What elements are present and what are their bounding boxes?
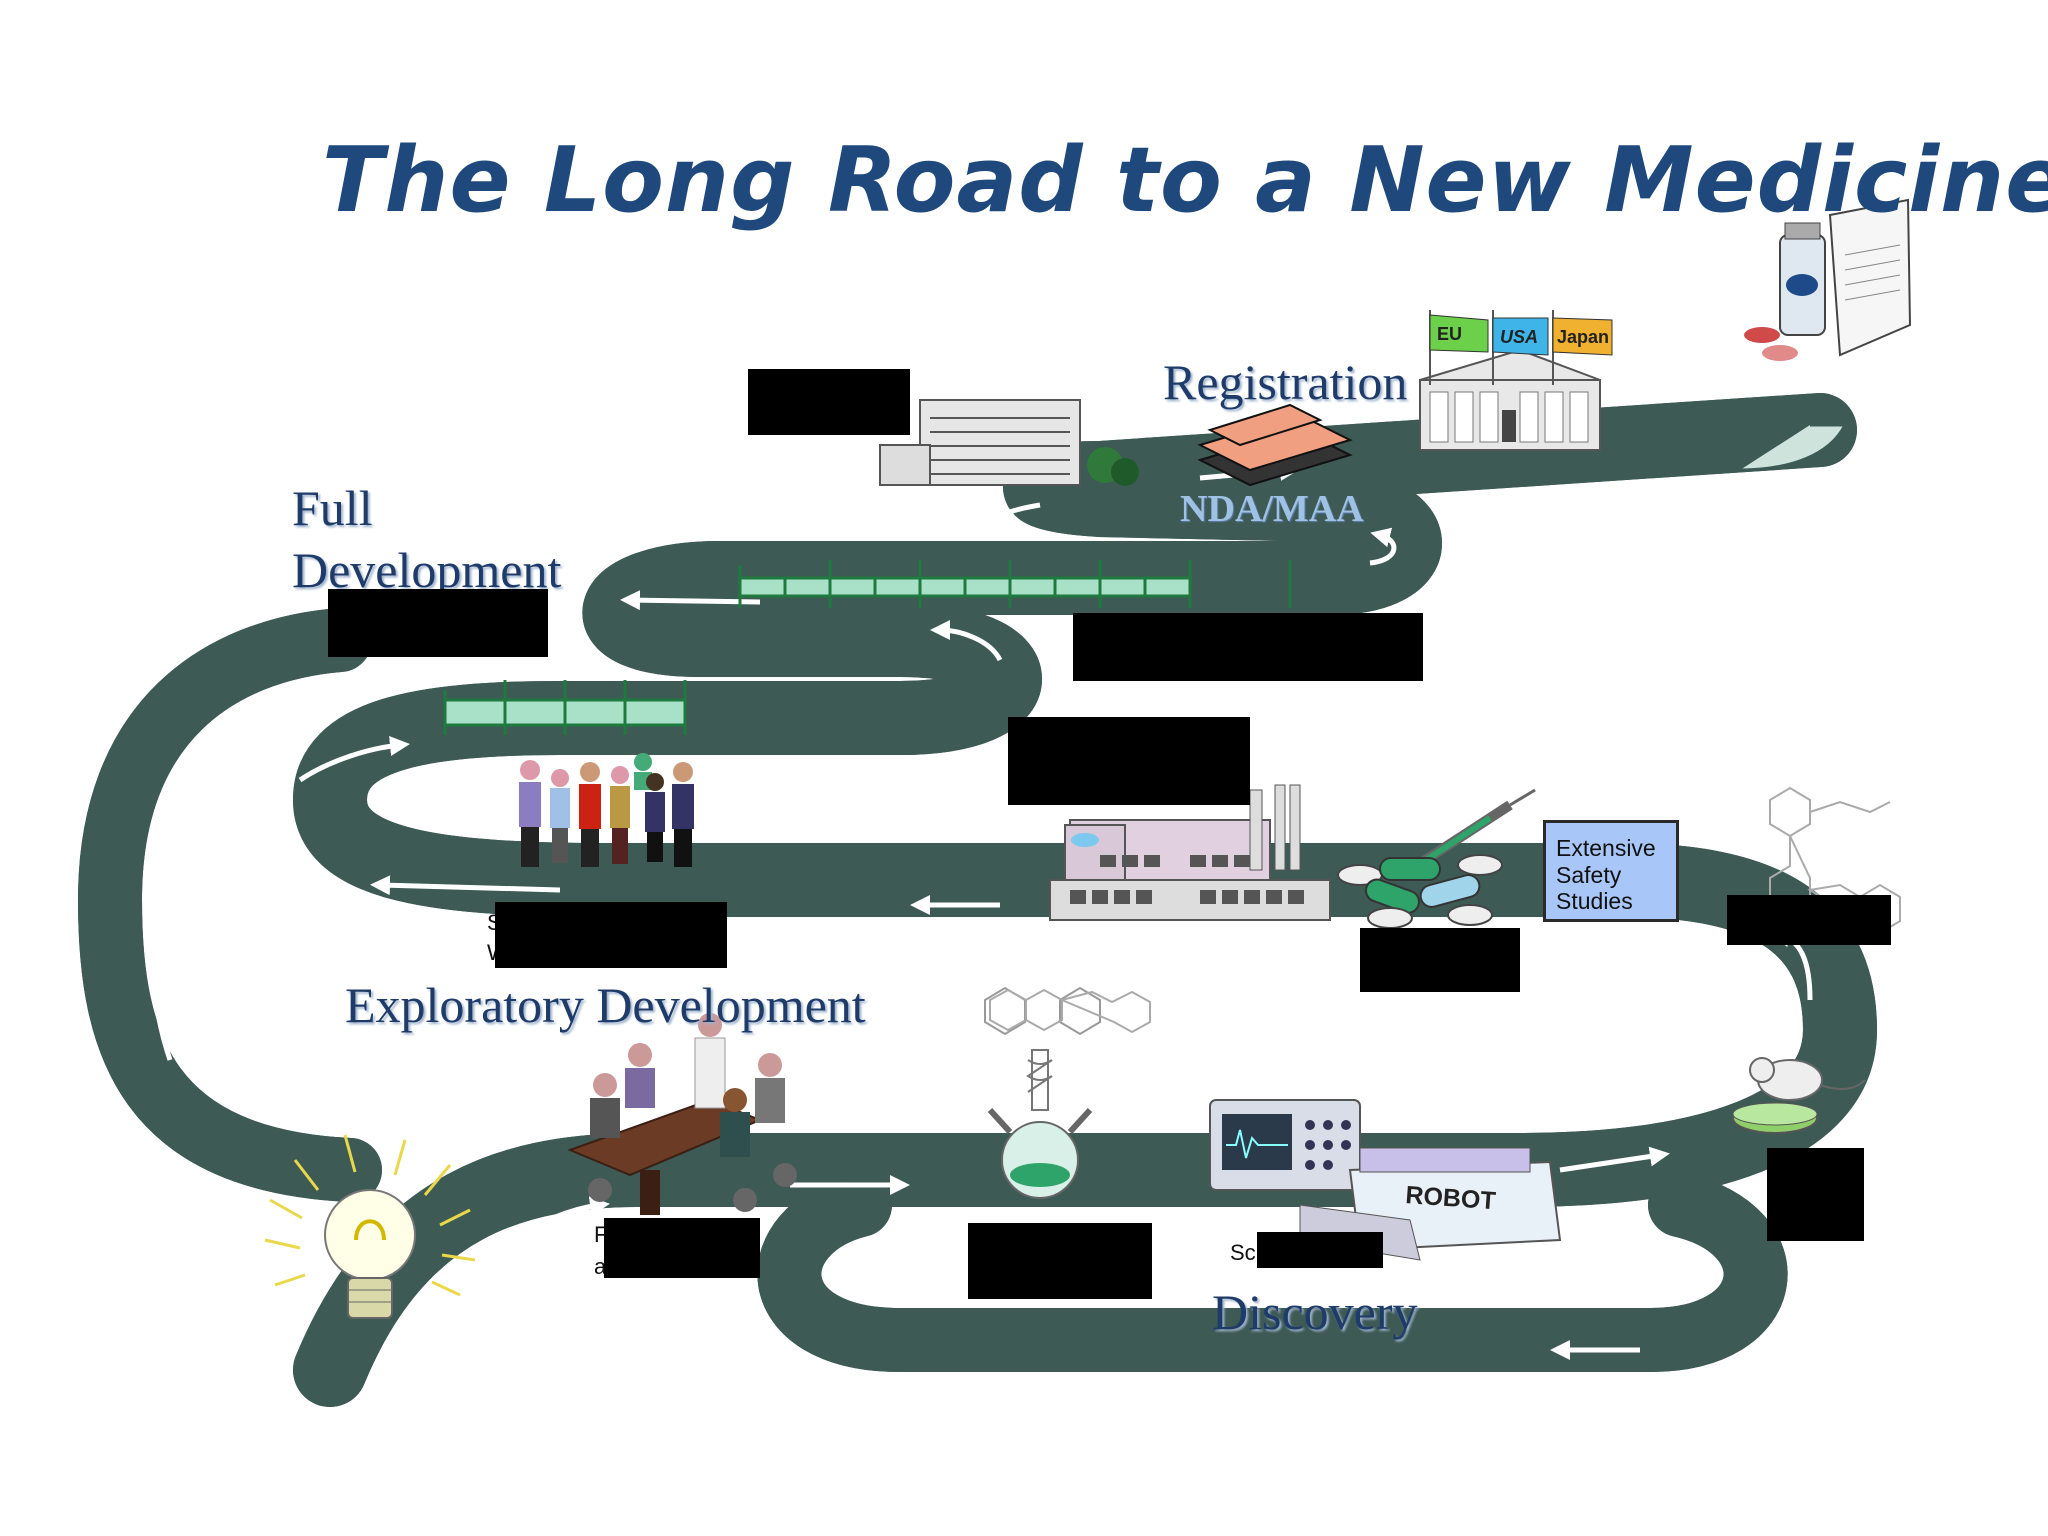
stage-full-development-line2: Development <box>292 542 562 598</box>
medicine-prescription-icon <box>1744 198 1912 361</box>
hospital-beds-icon <box>443 560 1292 735</box>
redacted-label <box>748 369 910 435</box>
pills-syringe-icon <box>1337 788 1536 929</box>
redacted-label <box>1008 717 1250 805</box>
volunteers-group-icon <box>519 753 694 867</box>
redacted-label <box>1767 1148 1864 1241</box>
page-title: The Long Road to a New Medicine <box>322 128 2048 233</box>
redacted-label <box>1073 613 1423 681</box>
stage-full-development-line1: Full <box>292 480 373 536</box>
partial-label-a: a <box>594 1254 607 1279</box>
safety-box-line2: Safety <box>1556 861 1622 888</box>
redacted-label <box>1257 1232 1383 1268</box>
flags-icon: EU USA Japan <box>1429 310 1613 385</box>
lightbulb-icon <box>264 1134 476 1319</box>
stage-discovery: Discovery <box>1212 1284 1418 1340</box>
factory-icon <box>1049 784 1331 921</box>
flag-eu-label: EU <box>1437 324 1462 344</box>
redacted-label <box>968 1223 1152 1299</box>
meeting-table-icon <box>567 1013 797 1215</box>
safety-box-line1: Extensive <box>1556 835 1656 861</box>
redacted-label <box>1360 928 1520 992</box>
molecule-structure-icon-2 <box>989 988 1151 1034</box>
nda-maa-label: NDA/MAA <box>1180 488 1364 530</box>
partial-label-sc: Sc <box>1230 1240 1256 1265</box>
government-building-icon <box>1419 348 1601 451</box>
redacted-label <box>495 902 727 968</box>
lab-mouse-icon <box>1749 1057 1866 1101</box>
chemistry-flask-icon <box>984 986 1101 1199</box>
safety-box-line3: Studies <box>1556 888 1633 915</box>
flag-japan-label: Japan <box>1557 327 1609 347</box>
winding-road <box>78 393 1877 1407</box>
stage-registration: Registration <box>1163 354 1408 410</box>
documents-stack-icon <box>1197 403 1353 487</box>
robot-label: ROBOT <box>1405 1181 1497 1215</box>
petri-dish-icon <box>1732 1102 1818 1134</box>
redacted-label <box>604 1218 760 1278</box>
office-building-icon <box>879 399 1139 486</box>
direction-arrows <box>148 460 1813 1360</box>
flag-usa-label: USA <box>1500 327 1538 347</box>
stage-exploratory-development: Exploratory Development <box>345 977 866 1033</box>
redacted-label <box>1727 895 1891 945</box>
redacted-label <box>328 589 548 657</box>
safety-studies-box: Extensive Safety Studies <box>1543 820 1679 922</box>
